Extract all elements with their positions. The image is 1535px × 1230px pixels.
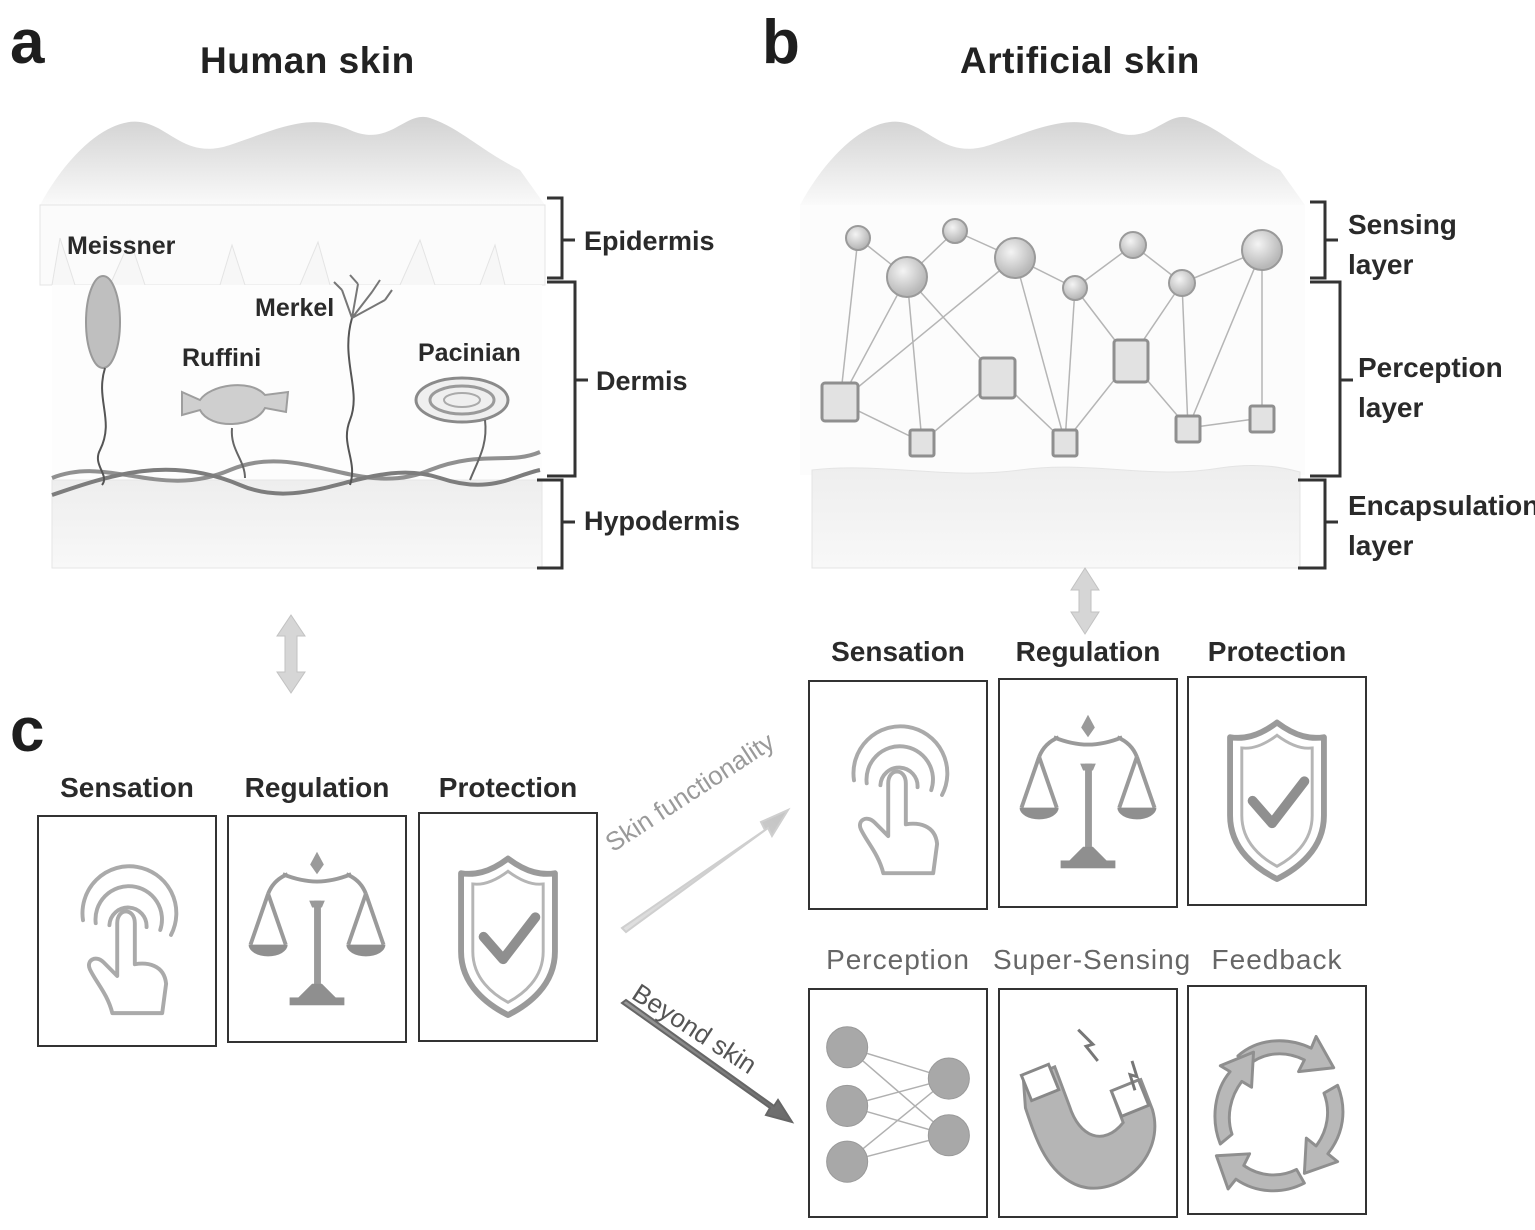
shield-check-icon: [1227, 719, 1327, 882]
artificial-function-title-protection: Protection: [1207, 636, 1347, 667]
receptor-label-meissner: Meissner: [67, 232, 176, 260]
layer-label-sensing: Sensing layer: [1348, 205, 1457, 285]
function-box-protection: [418, 812, 598, 1042]
panel-letter-a: a: [10, 8, 45, 77]
artificial-function-box-regulation: [998, 678, 1178, 908]
panel-title-human-skin: Human skin: [200, 40, 415, 81]
receptor-label-merkel: Merkel: [255, 294, 335, 322]
magnet-icon: [1019, 1028, 1157, 1190]
balance-scale-icon: [248, 851, 386, 1006]
beyond-function-title-perception: Perception: [826, 944, 970, 975]
beyond-function-box-feedback: [1187, 985, 1367, 1215]
layer-label-encapsulation-line1: Encapsulation: [1348, 490, 1535, 521]
layer-label-perception-line2: layer: [1358, 392, 1424, 423]
artificial-function-title-regulation: Regulation: [1015, 636, 1161, 667]
balance-scale-icon: [1019, 714, 1157, 869]
beyond-function-title-super-sensing: Super-Sensing: [993, 944, 1192, 975]
artificial-function-title-sensation: Sensation: [831, 636, 965, 667]
layer-label-hypodermis: Hypodermis: [584, 506, 741, 536]
layer-label-encapsulation: Encapsulation layer: [1348, 486, 1535, 566]
function-title-sensation: Sensation: [60, 772, 194, 803]
beyond-function-box-perception: [808, 988, 988, 1218]
shield-check-icon: [458, 855, 558, 1018]
double-arrow-icon: [276, 567, 1100, 694]
cycle-arrows-icon: [1213, 1034, 1345, 1193]
function-title-protection: Protection: [438, 772, 578, 803]
beyond-skin-arrow: [620, 998, 795, 1124]
artificial-skin-illustration: [800, 116, 1305, 569]
neural-network-icon: [826, 1026, 970, 1183]
layer-label-encapsulation-line2: layer: [1348, 530, 1414, 561]
artificial-skin-brackets: [1298, 200, 1353, 570]
function-title-regulation: Regulation: [244, 772, 390, 803]
artificial-function-box-sensation: [808, 680, 988, 910]
fingerprint-touch-icon: [80, 864, 179, 1016]
beyond-function-box-super-sensing: [998, 988, 1178, 1218]
layer-label-perception-line1: Perception: [1358, 352, 1503, 383]
function-box-sensation: [37, 815, 217, 1047]
layer-label-sensing-line1: Sensing: [1348, 209, 1457, 240]
layer-label-sensing-line2: layer: [1348, 249, 1414, 280]
panel-title-artificial-skin: Artificial skin: [960, 40, 1200, 81]
layer-label-epidermis: Epidermis: [584, 226, 715, 256]
receptor-label-pacinian: Pacinian: [418, 339, 521, 367]
layer-label-dermis: Dermis: [596, 366, 688, 396]
panel-letter-c: c: [10, 696, 45, 765]
layer-label-perception: Perception layer: [1358, 348, 1503, 428]
artificial-function-box-protection: [1187, 676, 1367, 906]
human-skin-illustration: [39, 116, 546, 569]
fingerprint-touch-icon: [851, 724, 950, 876]
function-box-regulation: [227, 815, 407, 1043]
beyond-function-title-feedback: Feedback: [1211, 944, 1343, 975]
receptor-label-ruffini: Ruffini: [182, 344, 262, 372]
human-skin-brackets: [537, 196, 588, 570]
panel-letter-b: b: [762, 8, 800, 77]
skin-functionality-arrow: [620, 807, 791, 934]
